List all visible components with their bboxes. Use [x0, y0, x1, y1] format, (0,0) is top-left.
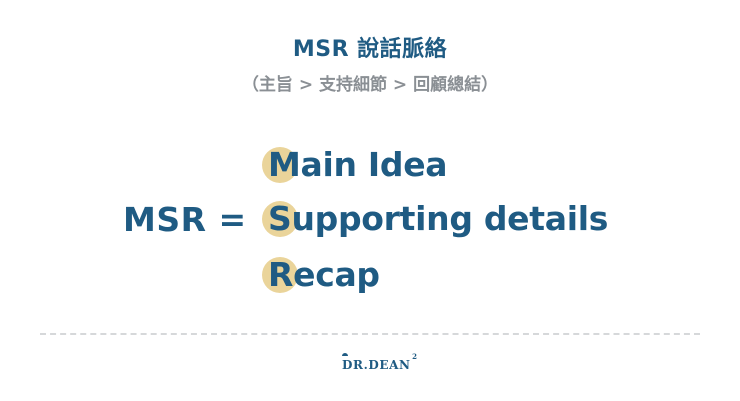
- logo-hat-icon: [342, 353, 348, 356]
- slide-subtitle: （主旨 > 支持細節 > 回顧總結）: [241, 75, 499, 95]
- list-item-recap: Recap: [262, 255, 380, 294]
- item-letter: R: [268, 255, 294, 294]
- slide-title: MSR 說話脈絡: [292, 37, 448, 62]
- item-text: Main Idea: [268, 145, 448, 184]
- item-letter: S: [268, 199, 292, 238]
- item-rest: ain Idea: [300, 145, 448, 184]
- brand-logo: DR.DEAN 2: [342, 352, 417, 372]
- item-rest: ecap: [293, 255, 380, 294]
- item-text: Supporting details: [268, 199, 608, 238]
- highlight-circle-icon: [262, 147, 298, 183]
- equation-lhs: MSR =: [123, 200, 247, 239]
- list-item-main-idea: Main Idea: [262, 145, 448, 184]
- logo-text: DR.DEAN: [342, 358, 411, 372]
- item-letter: M: [268, 145, 301, 184]
- highlight-circle-icon: [262, 201, 298, 237]
- item-rest: upporting details: [291, 199, 609, 238]
- logo-superscript: 2: [412, 352, 418, 361]
- dashed-divider: [40, 333, 700, 335]
- item-text: Recap: [268, 255, 380, 294]
- highlight-circle-icon: [262, 257, 298, 293]
- list-item-supporting-details: Supporting details: [262, 199, 608, 238]
